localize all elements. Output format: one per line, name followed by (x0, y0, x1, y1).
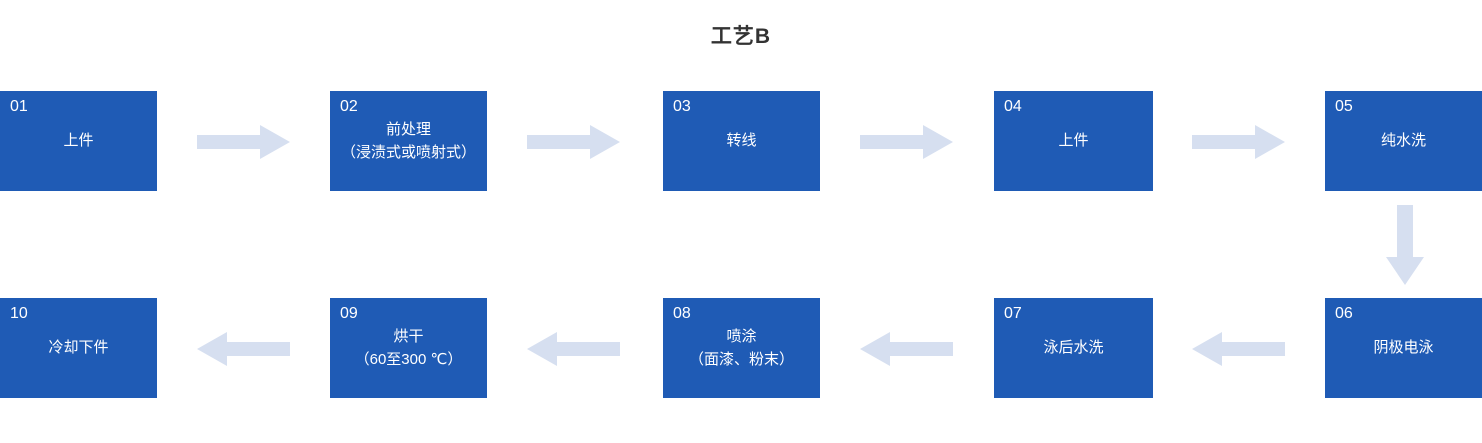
arrow-05-to-06 (1386, 205, 1424, 285)
step-label-03-line1: 转线 (726, 132, 757, 150)
step-number-01: 01 (10, 98, 28, 115)
step-number-04: 04 (1004, 98, 1022, 115)
arrow-07-to-08 (860, 332, 953, 366)
step-label-08-line1: 喷涂 (726, 327, 757, 345)
arrow-09-to-10 (197, 332, 290, 366)
step-label-09-line2: （60至300 ℃） (354, 351, 463, 368)
flow-step-07[interactable]: 07 泳后水洗 (994, 298, 1153, 398)
step-label-05-line1: 纯水洗 (1380, 132, 1426, 150)
step-label-04-line1: 上件 (1058, 132, 1089, 150)
flow-step-02[interactable]: 02 前处理 （浸渍式或喷射式） (330, 91, 487, 191)
step-label-09: 烘干 （60至300 ℃） (330, 298, 487, 398)
step-label-02-line1: 前处理 (385, 120, 431, 138)
step-label-07: 泳后水洗 (994, 298, 1153, 398)
flow-step-04[interactable]: 04 上件 (994, 91, 1153, 191)
step-label-02: 前处理 （浸渍式或喷射式） (330, 91, 487, 191)
step-label-04: 上件 (994, 91, 1153, 191)
step-label-03: 转线 (663, 91, 820, 191)
flow-step-05[interactable]: 05 纯水洗 (1325, 91, 1482, 191)
step-number-02: 02 (340, 98, 358, 115)
step-label-10-line1: 冷却下件 (48, 339, 109, 357)
flow-step-01[interactable]: 01 上件 (0, 91, 157, 191)
step-label-06: 阴极电泳 (1325, 298, 1482, 398)
flow-step-06[interactable]: 06 阴极电泳 (1325, 298, 1482, 398)
arrow-01-to-02 (197, 125, 290, 159)
page-title: 工艺B (710, 25, 772, 48)
arrow-04-to-05 (1192, 125, 1285, 159)
step-label-06-line1: 阴极电泳 (1373, 339, 1434, 357)
step-label-05: 纯水洗 (1325, 91, 1482, 191)
step-number-08: 08 (673, 305, 691, 322)
arrow-02-to-03 (527, 125, 620, 159)
flow-step-03[interactable]: 03 转线 (663, 91, 820, 191)
step-label-10: 冷却下件 (0, 298, 157, 398)
step-label-07-line1: 泳后水洗 (1043, 339, 1104, 357)
step-number-03: 03 (673, 98, 691, 115)
step-number-06: 06 (1335, 305, 1353, 322)
flow-step-08[interactable]: 08 喷涂 （面漆、粉末） (663, 298, 820, 398)
step-label-08-line2: （面漆、粉末） (688, 351, 794, 368)
step-number-07: 07 (1004, 305, 1022, 322)
step-label-01: 上件 (0, 91, 157, 191)
step-number-05: 05 (1335, 98, 1353, 115)
arrow-06-to-07 (1192, 332, 1285, 366)
arrow-08-to-09 (527, 332, 620, 366)
step-label-08: 喷涂 （面漆、粉末） (663, 298, 820, 398)
step-label-09-line1: 烘干 (393, 327, 424, 345)
flow-step-10[interactable]: 10 冷却下件 (0, 298, 157, 398)
step-number-09: 09 (340, 305, 358, 322)
flow-step-09[interactable]: 09 烘干 （60至300 ℃） (330, 298, 487, 398)
step-number-10: 10 (10, 305, 28, 322)
step-label-02-line2: （浸渍式或喷射式） (340, 144, 476, 161)
step-label-01-line1: 上件 (63, 132, 94, 150)
arrow-03-to-04 (860, 125, 953, 159)
